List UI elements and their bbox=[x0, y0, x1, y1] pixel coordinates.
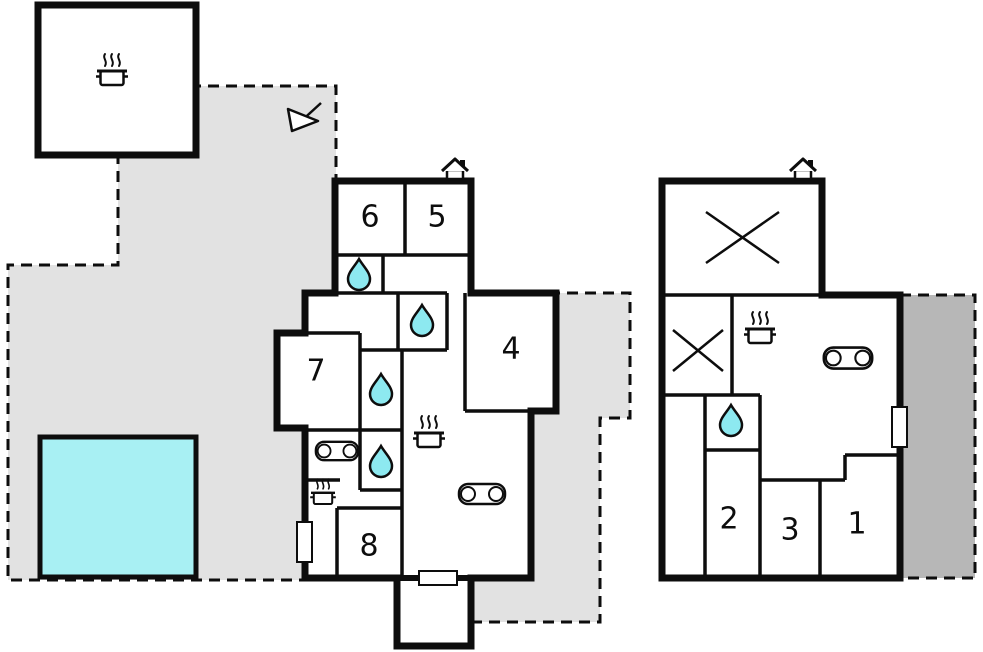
house-roof-icon bbox=[440, 157, 470, 181]
terrace-area-dark bbox=[898, 293, 977, 580]
north-arrow-icon bbox=[286, 102, 322, 133]
cross-mark bbox=[705, 210, 780, 265]
room-label-2: 2 bbox=[719, 502, 738, 537]
sofa-icon bbox=[314, 440, 360, 462]
door-main-left bbox=[296, 521, 313, 563]
main-house-walls bbox=[305, 181, 556, 578]
room-label-5: 5 bbox=[427, 200, 446, 235]
room-label-7: 7 bbox=[306, 354, 325, 389]
house-roof-icon bbox=[788, 157, 818, 181]
room-label-1: 1 bbox=[847, 507, 866, 542]
sofa-icon bbox=[822, 346, 874, 370]
room-label-8: 8 bbox=[359, 529, 378, 564]
door-annex-right bbox=[891, 406, 908, 448]
annex-walls bbox=[662, 293, 900, 578]
cross-mark bbox=[672, 329, 724, 372]
room-label-6: 6 bbox=[360, 200, 379, 235]
room-label-3: 3 bbox=[780, 513, 799, 548]
room-label-4: 4 bbox=[501, 332, 520, 367]
sofa-icon bbox=[457, 482, 507, 506]
swimming-pool bbox=[37, 434, 199, 580]
door-main-bottom bbox=[418, 570, 458, 586]
